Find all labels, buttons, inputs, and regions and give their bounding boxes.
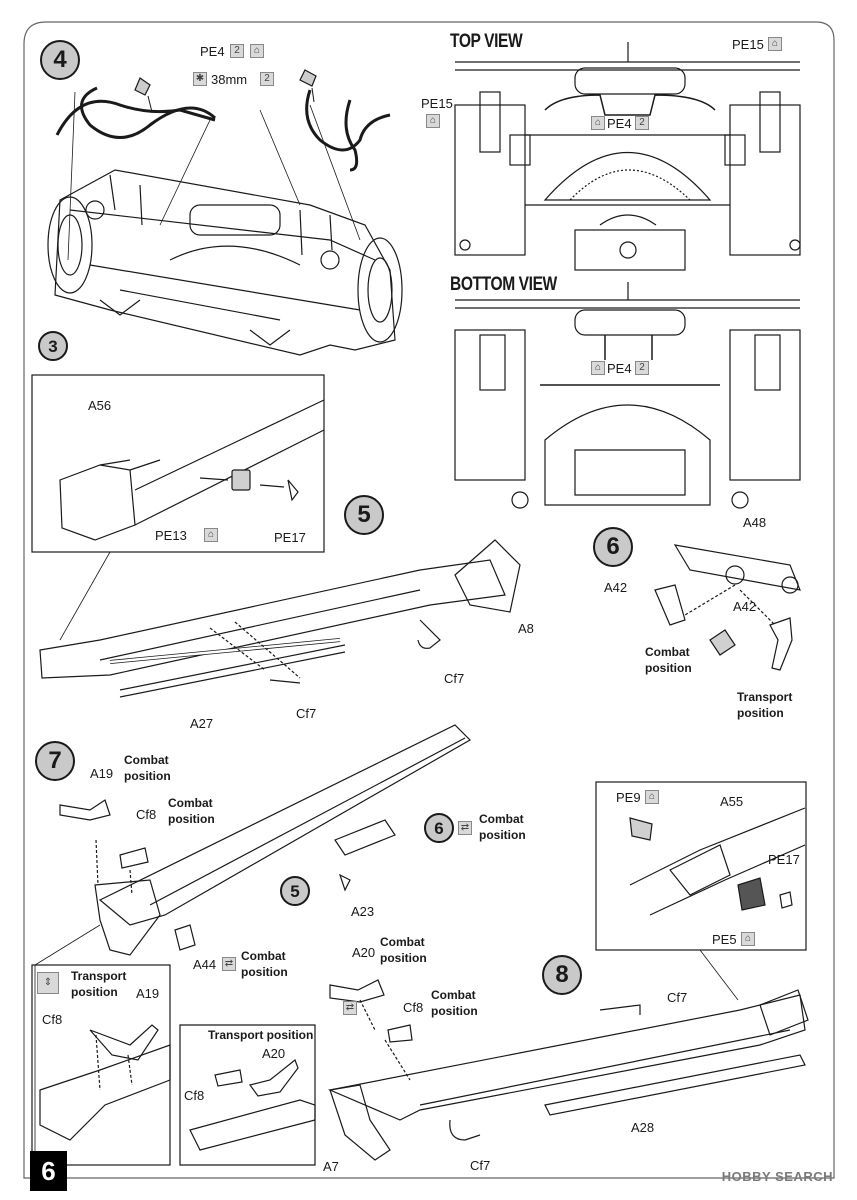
step-5-ref-marker: 5: [280, 876, 310, 906]
bend-icon: ✱: [193, 72, 207, 86]
pe17-label: PE17: [274, 530, 306, 545]
step8-cf8-position-word: position: [431, 1004, 478, 1018]
a28-label: A28: [631, 1120, 655, 1135]
step8-cf8-label: Cf8: [403, 1000, 424, 1015]
step7-a19-position-word: position: [124, 769, 171, 783]
bottom-view-title: BOTTOM VIEW: [450, 274, 557, 295]
step-3-ref-marker: 3: [38, 331, 68, 361]
step-6-marker: 6: [593, 527, 633, 567]
step-8-marker: 8: [542, 955, 582, 995]
a56-label: A56: [88, 398, 112, 413]
photo-etch-icon: ⌂: [426, 114, 440, 128]
step7-a23-position-word: position: [479, 828, 526, 842]
inset-cf8-label: Cf8: [42, 1012, 63, 1027]
pe4-top-view-label: PE4: [607, 116, 632, 131]
inset-transport-word: Transport: [71, 969, 127, 983]
photo-etch-icon: ⌂: [204, 528, 218, 542]
inset-a20-label: A20: [262, 1046, 286, 1061]
step-7-marker: 7: [35, 741, 75, 781]
step8-cf7-upper-label: Cf7: [667, 990, 688, 1005]
a7-label: A7: [323, 1159, 339, 1174]
bottom-view-drawing: [454, 282, 801, 509]
photo-etch-icon: ⌂: [591, 361, 605, 375]
step8-a20-combat-word: Combat: [380, 935, 425, 949]
step8-cf8-combat-word: Combat: [431, 988, 476, 1002]
pe15-right-label: PE15: [732, 37, 764, 52]
step8-drawing: [179, 979, 809, 1166]
pe13-label: PE13: [155, 528, 187, 543]
quantity-icon: 2: [635, 361, 649, 375]
page-number: 6: [30, 1151, 67, 1191]
cf8-label: Cf8: [136, 807, 157, 822]
quantity-icon: 2: [635, 116, 649, 130]
step8-inset-drawing: [595, 781, 807, 1001]
a48-label: A48: [743, 515, 767, 530]
a42-left-label: A42: [604, 580, 628, 595]
photo-etch-icon: ⌂: [250, 44, 264, 58]
a23-label: A23: [351, 904, 375, 919]
a19-label: A19: [90, 766, 114, 781]
watermark-logo: HOBBY SEARCH: [721, 1169, 833, 1184]
alternative-option-icon: ⇄: [222, 957, 236, 971]
bend-length-label: 38mm: [211, 72, 248, 87]
pe17-step8-label: PE17: [768, 852, 800, 867]
quantity-icon: 2: [230, 44, 244, 58]
step-5-marker: 5: [344, 495, 384, 535]
step-6-ref-marker: 6: [424, 813, 454, 843]
step7-a23-combat-word: Combat: [479, 812, 524, 826]
step6-transport-position-word: position: [737, 706, 784, 720]
quantity-icon: 2: [260, 72, 274, 86]
alternative-option-icon: ⇄: [458, 821, 472, 835]
a44-label: A44: [193, 957, 217, 972]
step6-combat-word: Combat: [645, 645, 690, 659]
photo-etch-icon: ⌂: [591, 116, 605, 130]
pe9-label: PE9: [616, 790, 641, 805]
pe5-label: PE5: [712, 932, 737, 947]
step7-a44-position-word: position: [241, 965, 288, 979]
cf7-lower-label: Cf7: [296, 706, 317, 721]
photo-etch-icon: ⌂: [768, 37, 782, 51]
step8-a20-position-word: position: [380, 951, 427, 965]
top-view-title: TOP VIEW: [450, 31, 523, 52]
step7-a44-combat-word: Combat: [241, 949, 286, 963]
alternative-option-icon: ⇕: [37, 972, 59, 994]
step8-cf7-lower-label: Cf7: [470, 1158, 491, 1173]
pe4-top-label: PE4: [200, 44, 225, 59]
photo-etch-icon: ⌂: [741, 932, 755, 946]
alternative-option-icon: ⇄: [343, 1001, 357, 1015]
photo-etch-icon: ⌂: [645, 790, 659, 804]
cf7-label: Cf7: [444, 671, 465, 686]
a55-label: A55: [720, 794, 744, 809]
step7-cf8-position-word: position: [168, 812, 215, 826]
step6-drawing: [654, 544, 801, 671]
top-view-drawing: [454, 42, 801, 271]
inset-transport-position-word: position: [71, 985, 118, 999]
step7-cf8-combat-word: Combat: [168, 796, 213, 810]
transport-inset-drawing: [31, 964, 171, 1166]
step5-drawing: [31, 374, 521, 698]
step6-transport-word: Transport: [737, 690, 793, 704]
step7-a19-combat-word: Combat: [124, 753, 169, 767]
a42-right-label: A42: [733, 599, 757, 614]
a20-label: A20: [352, 945, 376, 960]
inset-step8-cf8-label: Cf8: [184, 1088, 205, 1103]
pe4-bottom-view-label: PE4: [607, 361, 632, 376]
step4-chassis-drawing: [47, 69, 403, 356]
a8-label: A8: [518, 621, 534, 636]
pe15-left-label: PE15: [421, 96, 453, 111]
page-frame: [23, 21, 835, 1179]
step6-combat-position-word: position: [645, 661, 692, 675]
transport-position-title: Transport position: [208, 1028, 314, 1042]
inset-a19-label: A19: [136, 986, 160, 1001]
a27-label: A27: [190, 716, 214, 731]
step-4-marker: 4: [40, 40, 80, 80]
